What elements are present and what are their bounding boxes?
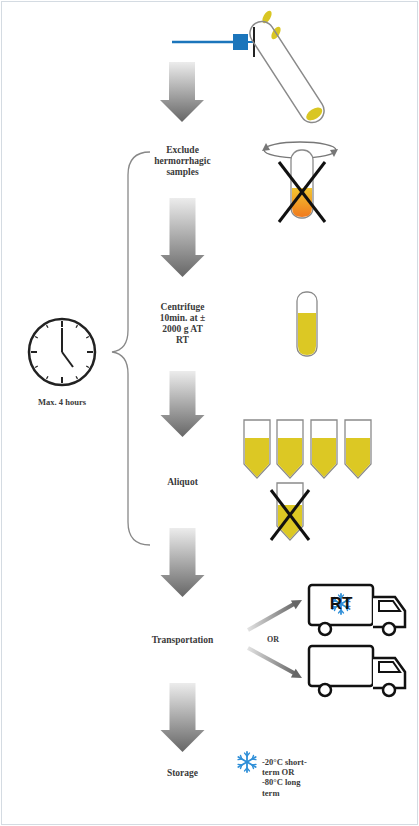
blood-draw	[172, 9, 338, 158]
clock-hand	[61, 328, 63, 352]
rejected-tube	[279, 150, 325, 222]
clock-tick	[76, 325, 78, 328]
time-note: Max. 4 hours	[32, 397, 92, 407]
snowflake-branch	[241, 755, 242, 759]
snowflake-branch	[252, 758, 256, 760]
tube-content	[304, 105, 325, 123]
cross	[271, 490, 309, 540]
truck-window	[379, 662, 400, 672]
storage-note: -20°C short-term OR -80°C long term	[262, 757, 314, 798]
clock-tick	[61, 377, 63, 383]
tube	[345, 420, 371, 478]
step-label: Centrifuge 10min. at ± 2000 g AT RT	[156, 302, 210, 346]
clock-tick	[47, 325, 49, 328]
step-node: Exclude hermorrhagic samples	[130, 125, 235, 198]
flow-arrow	[161, 198, 205, 277]
flow-arrow	[161, 683, 205, 752]
snowflake-arm	[247, 757, 256, 762]
transport-arrows	[248, 600, 302, 678]
blood-tube	[245, 17, 328, 127]
flow-arrow	[161, 371, 205, 437]
serum	[278, 505, 302, 539]
brace	[112, 152, 150, 545]
clock-tick	[86, 366, 89, 368]
snowflake-arm	[246, 752, 248, 762]
serum	[298, 313, 316, 355]
clock-tick	[35, 366, 38, 368]
needle-hub	[233, 34, 248, 50]
snowflakes	[238, 594, 350, 772]
arrow-head	[291, 600, 302, 609]
tube	[297, 292, 317, 356]
cross	[279, 162, 325, 222]
wheel	[383, 623, 395, 635]
arrow-head	[262, 143, 270, 151]
clock-tick	[86, 337, 89, 339]
clock-hand	[62, 352, 73, 367]
aliquot-tubes	[244, 420, 371, 540]
clock-tick	[47, 376, 49, 379]
snowflake-arm	[238, 762, 247, 767]
wheel	[383, 684, 395, 696]
arrow-head	[291, 669, 302, 678]
snowflake-arm	[247, 762, 256, 767]
serum	[245, 438, 269, 477]
snowflake-branch	[247, 753, 249, 756]
slant-arrow	[248, 604, 294, 630]
step-node: Centrifuge 10min. at ± 2000 g AT RT	[130, 277, 235, 371]
wheel	[319, 684, 331, 696]
clock-tick	[61, 321, 63, 327]
truck-cargo	[309, 585, 373, 625]
snowflake-branch	[238, 764, 242, 766]
wheel	[319, 623, 331, 635]
centrifuged-tube	[297, 292, 317, 356]
tube	[277, 420, 303, 478]
step-node: Aliquot	[130, 437, 235, 528]
slant-arrow	[248, 648, 294, 673]
needle-line	[172, 41, 234, 44]
snowflake-branch	[252, 765, 253, 769]
serum	[346, 438, 370, 477]
step-label: Aliquot	[167, 477, 198, 488]
truck	[309, 646, 405, 696]
truck	[309, 585, 405, 635]
snowflake-arm	[238, 757, 247, 762]
step-label: Storage	[167, 768, 198, 779]
clock	[29, 319, 95, 385]
step-label: Exclude hermorrhagic samples	[152, 145, 214, 178]
step-node: Storage	[130, 752, 235, 795]
clock-tick	[35, 337, 38, 339]
truck-cargo	[309, 646, 373, 686]
flow-arrow	[161, 528, 205, 597]
serum	[278, 438, 302, 477]
snowflake-symbol	[238, 752, 256, 772]
arrow-head	[330, 149, 338, 157]
serum	[312, 438, 336, 477]
flow-arrow	[160, 62, 204, 122]
step-label: Transportation	[152, 635, 214, 646]
step-node: Transportation	[130, 597, 235, 683]
clock-tick	[76, 376, 78, 379]
truck-label: RT	[316, 594, 366, 614]
tube	[311, 420, 337, 478]
snowflake-arm	[246, 762, 248, 772]
tube	[244, 420, 270, 478]
clock-face	[29, 319, 95, 385]
cross	[279, 162, 325, 222]
clock-tick	[87, 351, 93, 353]
truck-window	[379, 601, 400, 611]
cross	[271, 490, 309, 540]
clock-tick	[31, 351, 37, 353]
clock-ticks	[31, 321, 93, 383]
tube	[277, 483, 303, 540]
snowflake-branch	[245, 768, 247, 771]
or-label: OR	[261, 635, 285, 645]
